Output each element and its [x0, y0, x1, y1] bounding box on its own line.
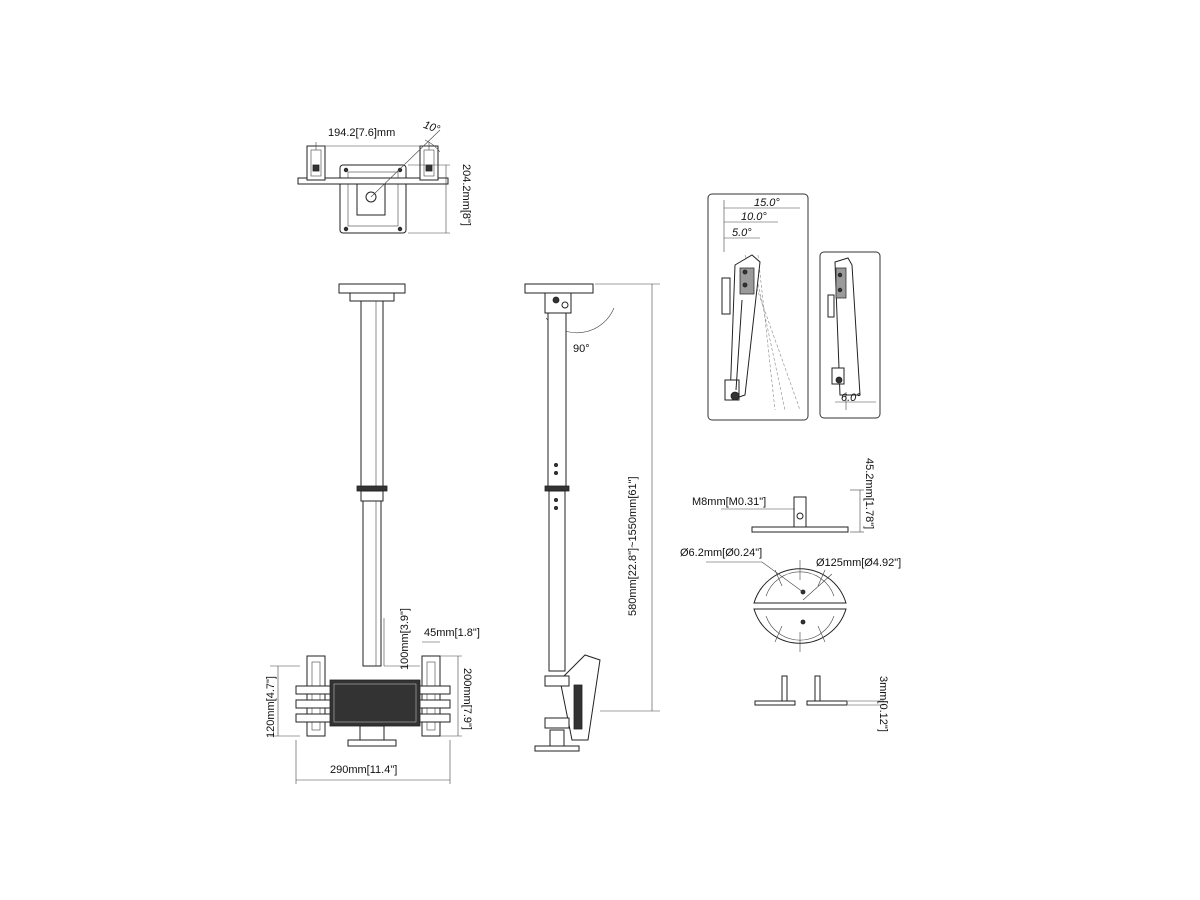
spacers: 3mm[0.12"] [754, 675, 889, 732]
thickness-label: 3mm[0.12"] [877, 676, 889, 732]
side-view: 90° 580mm[22.8"]~1550mm[61"] [524, 283, 660, 752]
plate-dia-label: Ø125mm[Ø4.92"] [816, 557, 901, 569]
tilt-6-label: 6.0° [841, 392, 861, 404]
base-plate-top: Ø6.2mm[Ø0.24"] Ø125mm[Ø4.92"] [680, 547, 901, 652]
hole-dia-label: Ø6.2mm[Ø0.24"] [680, 547, 762, 559]
overall-width-label: 290mm[11.4"] [330, 764, 397, 776]
tilt-detail-small: 6.0° [819, 251, 881, 419]
bracket-height-label: 200mm[7.9"] [461, 668, 473, 730]
bolt-label: M8mm[M0.31"] [692, 496, 766, 508]
top-angle-label: 10° [422, 119, 442, 136]
top-height-label: 204.2mm[8"] [460, 164, 472, 226]
pole-length-label: 580mm[22.8"]~1550mm[61"] [627, 476, 639, 616]
bracket-width-label: 45mm[1.8"] [424, 627, 480, 639]
top-view: 194.2[7.6]mm 10° 204.2mm[8"] [297, 119, 472, 234]
bracket-spacing-label: 100mm[3.9"] [399, 608, 411, 670]
tilt-5-label: 5.0° [732, 227, 752, 239]
tilt-15-label: 15.0° [754, 197, 780, 209]
tilt-detail-large: 15.0° 10.0° 5.0° [707, 193, 809, 421]
tilt-10-label: 10.0° [741, 211, 767, 223]
rail-height-label: 120mm[4.7"] [265, 676, 277, 738]
top-width-label: 194.2[7.6]mm [328, 127, 395, 139]
front-view: 100mm[3.9"] 45mm[1.8"] 200mm[7.9"] 120mm… [265, 283, 480, 784]
rotation-label: 90° [573, 343, 590, 355]
base-plate-side: M8mm[M0.31"] 45.2mm[1.78"] [692, 458, 875, 533]
base-height-label: 45.2mm[1.78"] [863, 458, 875, 529]
